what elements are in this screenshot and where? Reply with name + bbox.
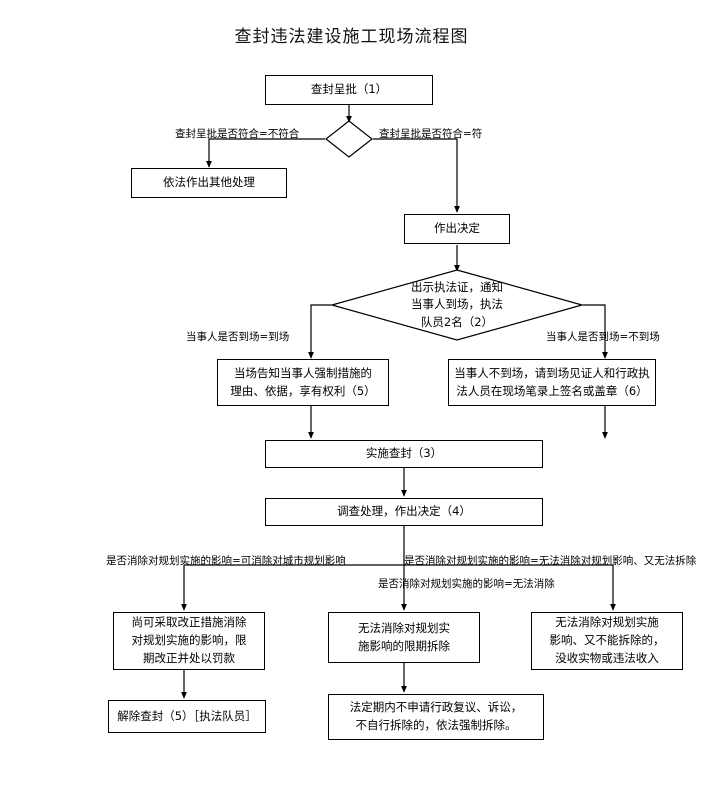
node-dangchang-gaozhi[interactable]: 当场告知当事人强制措施的 理由、依据，享有权利（5）	[217, 359, 389, 406]
decision-dangshiren-shifou-daochang[interactable]: 出示执法证，通知 当事人到场，执法 队员2名（2）	[331, 269, 583, 341]
diamond-shape	[331, 269, 583, 341]
edge-label-daochang: 当事人是否到场=到场	[186, 331, 290, 343]
node-moshou-shiwu-weifa-shouru[interactable]: 无法消除对规划实施 影响、又不能拆除的， 没收实物或违法收入	[531, 612, 683, 670]
edge-label-kexiaochu: 是否消除对规划实施的影响=可消除对城市规划影响	[106, 555, 346, 567]
diamond-shape	[325, 120, 373, 158]
node-shishi-chafeng[interactable]: 实施查封（3）	[265, 440, 543, 468]
edge-label-wufaxiaochu: 是否消除对规划实施的影响=无法消除	[378, 578, 555, 590]
decision-label-1	[325, 120, 373, 158]
node-dangshiren-budaochang[interactable]: 当事人不到场，请到场见证人和行政执 法人员在现场笔录上签名或盖章（6）	[448, 359, 656, 406]
edge-label-fuhe: 查封呈批是否符合=符	[379, 128, 483, 140]
edge-label-bufuhe: 查封呈批是否符合=不符合	[175, 128, 300, 140]
node-jiechu-chafeng[interactable]: 解除查封（5）［执法队员］	[108, 700, 266, 733]
node-chafeng-chengpi[interactable]: 查封呈批（1）	[265, 75, 433, 105]
node-diaocha-chuli-zuochu-jueding[interactable]: 调查处理，作出决定（4）	[265, 498, 543, 526]
decision-label-2: 出示执法证，通知 当事人到场，执法 队员2名（2）	[411, 280, 503, 329]
node-shangke-caiqu-gaizheng[interactable]: 尚可采取改正措施消除 对规划实施的影响，限 期改正并处以罚款	[113, 612, 265, 670]
node-yifa-zuochu-qita-chuli[interactable]: 依法作出其他处理	[131, 168, 287, 198]
node-fading-qinei-qiangzhi-chaichu[interactable]: 法定期内不申请行政复议、诉讼， 不自行拆除的，依法强制拆除。	[328, 694, 544, 740]
edge-label-wufaxiaochu-youwufachaichu: 是否消除对规划实施的影响=无法消除对规划影响、又无法拆除	[404, 555, 697, 567]
decision-chafeng-chengpi-shifu-fuhe[interactable]	[325, 120, 373, 158]
node-zuochu-jueding[interactable]: 作出决定	[404, 214, 510, 244]
edge-label-budaochang: 当事人是否到场=不到场	[546, 331, 660, 343]
node-wufa-xiaochu-xianqi-chaichu[interactable]: 无法消除对规划实 施影响的限期拆除	[328, 612, 480, 663]
page-title: 查封违法建设施工现场流程图	[234, 27, 469, 47]
